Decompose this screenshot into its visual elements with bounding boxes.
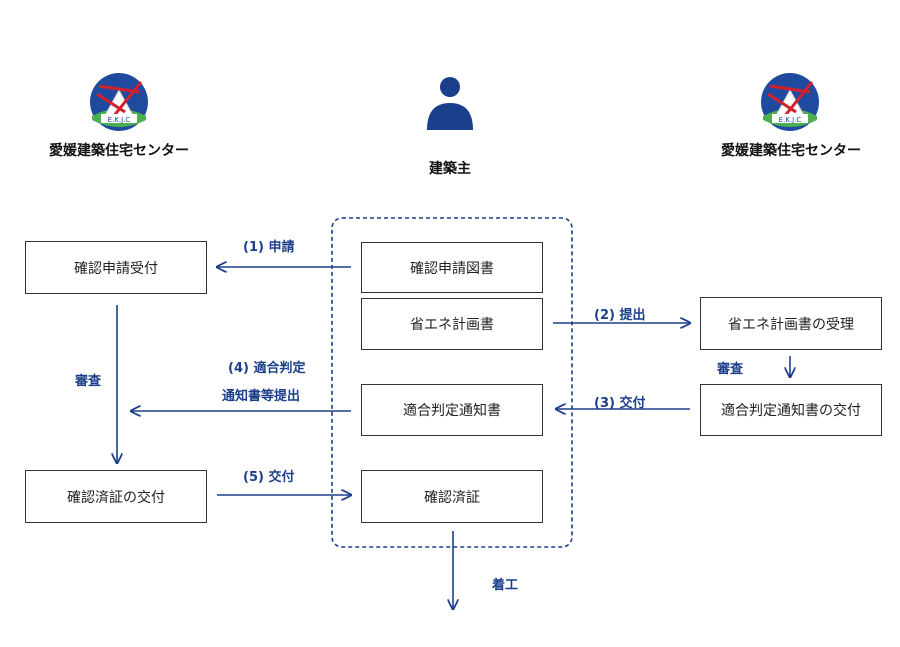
- right-receipt-box: 省エネ計画書の受理: [700, 297, 882, 350]
- person-icon: [426, 76, 474, 132]
- right-org-name: 愛媛建築住宅センター: [721, 143, 861, 159]
- construction-start-label: 着工: [492, 578, 519, 593]
- compliance-notice-box: 適合判定通知書: [361, 384, 543, 436]
- energy-plan-box: 省エネ計画書: [361, 298, 543, 350]
- step5-label: (5) 交付: [243, 470, 295, 485]
- right-issue-box: 適合判定通知書の交付: [700, 384, 882, 436]
- step4-label-line1: (4) 適合判定: [228, 361, 306, 376]
- application-documents-box: 確認申請図書: [361, 242, 543, 293]
- svg-text:E.K.J.C: E.K.J.C: [108, 116, 131, 124]
- ekjc-logo-icon: E.K.J.C: [760, 72, 820, 132]
- step1-label: (1) 申請: [243, 240, 295, 255]
- applicant-label: 建築主: [429, 161, 471, 177]
- step2-label: (2) 提出: [594, 308, 646, 323]
- step4-label-line2: 通知書等提出: [222, 389, 301, 404]
- left-org-name: 愛媛建築住宅センター: [49, 143, 189, 159]
- right-review-label: 審査: [717, 362, 744, 377]
- svg-text:E.K.J.C: E.K.J.C: [779, 116, 802, 124]
- step3-label: (3) 交付: [594, 396, 646, 411]
- left-issue-box: 確認済証の交付: [25, 470, 207, 523]
- left-receipt-box: 確認申請受付: [25, 241, 207, 294]
- left-review-label: 審査: [75, 374, 102, 389]
- confirmation-certificate-box: 確認済証: [361, 470, 543, 523]
- ekjc-logo-icon: E.K.J.C: [89, 72, 149, 132]
